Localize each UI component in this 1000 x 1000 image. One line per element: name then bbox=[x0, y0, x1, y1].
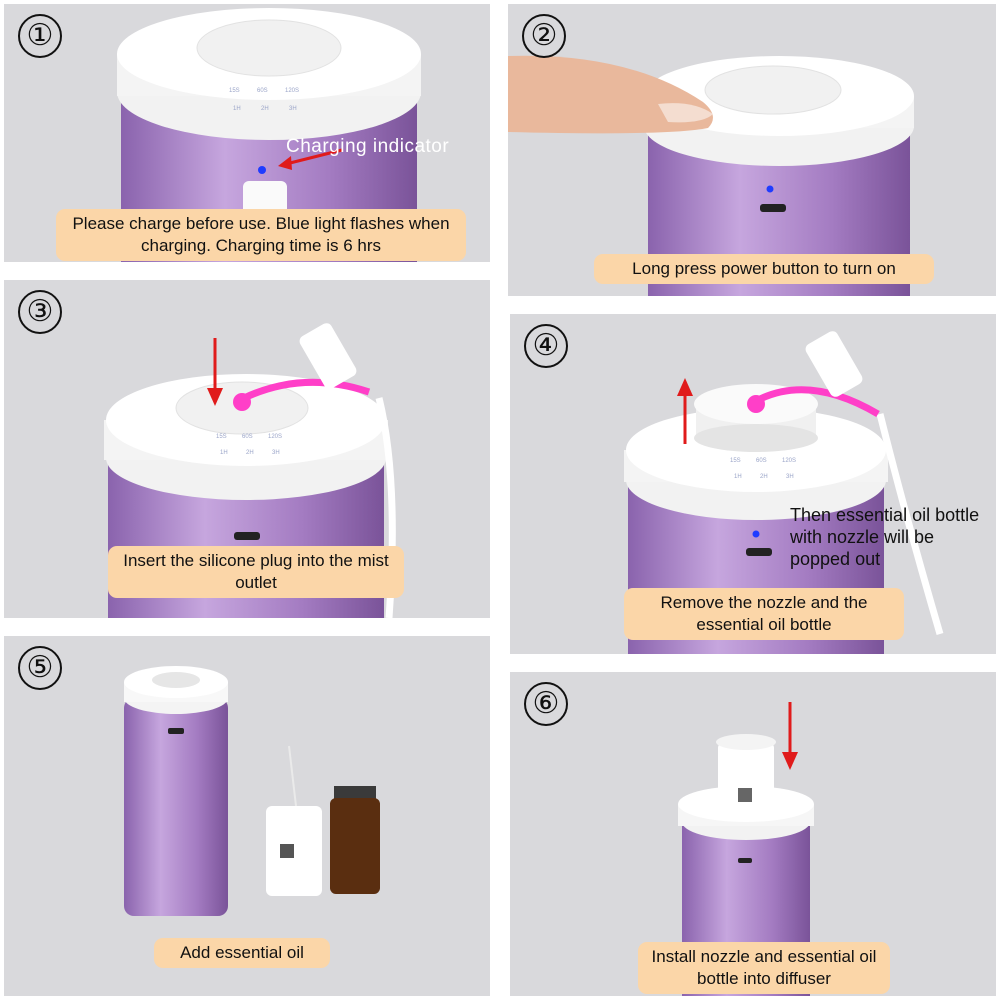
device-label-1-4: 2H bbox=[246, 450, 254, 456]
step-2-caption: Long press power button to turn on bbox=[594, 254, 934, 284]
step-6-panel: ⑥ Install nozzle and essential oil bottl… bbox=[510, 672, 996, 996]
silicone-plug-icon bbox=[242, 378, 371, 402]
step-2-panel: ② Long press power button to turn on bbox=[508, 4, 996, 296]
down-arrow-icon bbox=[207, 388, 223, 406]
device-label-0-5: 3H bbox=[289, 106, 297, 112]
step-1-number: ① bbox=[18, 14, 62, 58]
device-label-0-1: 60S bbox=[257, 88, 268, 94]
step-4-number: ④ bbox=[524, 324, 568, 368]
step-1-panel: ① 15S 60S 120S 1H 2H 3H Charging indicator Pl… bbox=[4, 4, 490, 262]
finger-icon bbox=[508, 55, 713, 134]
device-label-0-4: 2H bbox=[261, 106, 269, 112]
device-label-0-0: 15S bbox=[229, 88, 240, 94]
charging-light-icon bbox=[258, 166, 266, 174]
device-label-0-2: 120S bbox=[285, 88, 299, 94]
step-4-panel: ④ 15S 60S 120S 1H 2H 3H Then essential oil bo… bbox=[510, 314, 996, 654]
up-arrow-icon bbox=[677, 378, 693, 396]
device-label-2-4: 2H bbox=[760, 474, 768, 480]
step-3-caption: Insert the silicone plug into the mist o… bbox=[108, 546, 404, 598]
charging-indicator-label: Charging indicator bbox=[286, 136, 450, 157]
step-3-number: ③ bbox=[18, 290, 62, 334]
step-6-caption: Install nozzle and essential oil bottle … bbox=[638, 942, 890, 994]
step-1-device-illustration: 15S 60S 120S 1H 2H 3H bbox=[117, 8, 421, 262]
step-1-caption: Please charge before use. Blue light fla… bbox=[56, 209, 466, 261]
device-label-1-3: 1H bbox=[220, 450, 228, 456]
step-4-note: Then essential oil bottle with nozzle wi… bbox=[790, 505, 980, 569]
step-5-panel: ⑤ Add essential oil bbox=[4, 636, 490, 996]
step-4-caption: Remove the nozzle and the essential oil … bbox=[624, 588, 904, 640]
indicator-arrow-icon bbox=[285, 148, 343, 166]
device-label-2-5: 3H bbox=[786, 474, 794, 480]
step-5-caption: Add essential oil bbox=[154, 938, 330, 968]
device-label-1-0: 15S bbox=[216, 434, 227, 440]
step-3-panel: ③ 15S 60S 120S 1H 2H 3H Insert the silicone p… bbox=[4, 280, 490, 618]
step-2-device-illustration bbox=[508, 55, 914, 296]
device-label-2-0: 15S bbox=[730, 458, 741, 464]
device-label-2-2: 120S bbox=[782, 458, 796, 464]
usb-plug-icon bbox=[299, 323, 357, 389]
oil-bottle-icon bbox=[334, 786, 376, 800]
step-5-device-illustration bbox=[124, 666, 380, 916]
device-label-1-2: 120S bbox=[268, 434, 282, 440]
step-5-number: ⑤ bbox=[18, 646, 62, 690]
step-6-number: ⑥ bbox=[524, 682, 568, 726]
device-label-1-5: 3H bbox=[272, 450, 280, 456]
device-label-2-1: 60S bbox=[756, 458, 767, 464]
device-label-0-3: 1H bbox=[233, 106, 241, 112]
down-arrow-icon-6 bbox=[782, 752, 798, 770]
device-label-1-1: 60S bbox=[242, 434, 253, 440]
device-label-2-3: 1H bbox=[734, 474, 742, 480]
step-2-number: ② bbox=[522, 14, 566, 58]
